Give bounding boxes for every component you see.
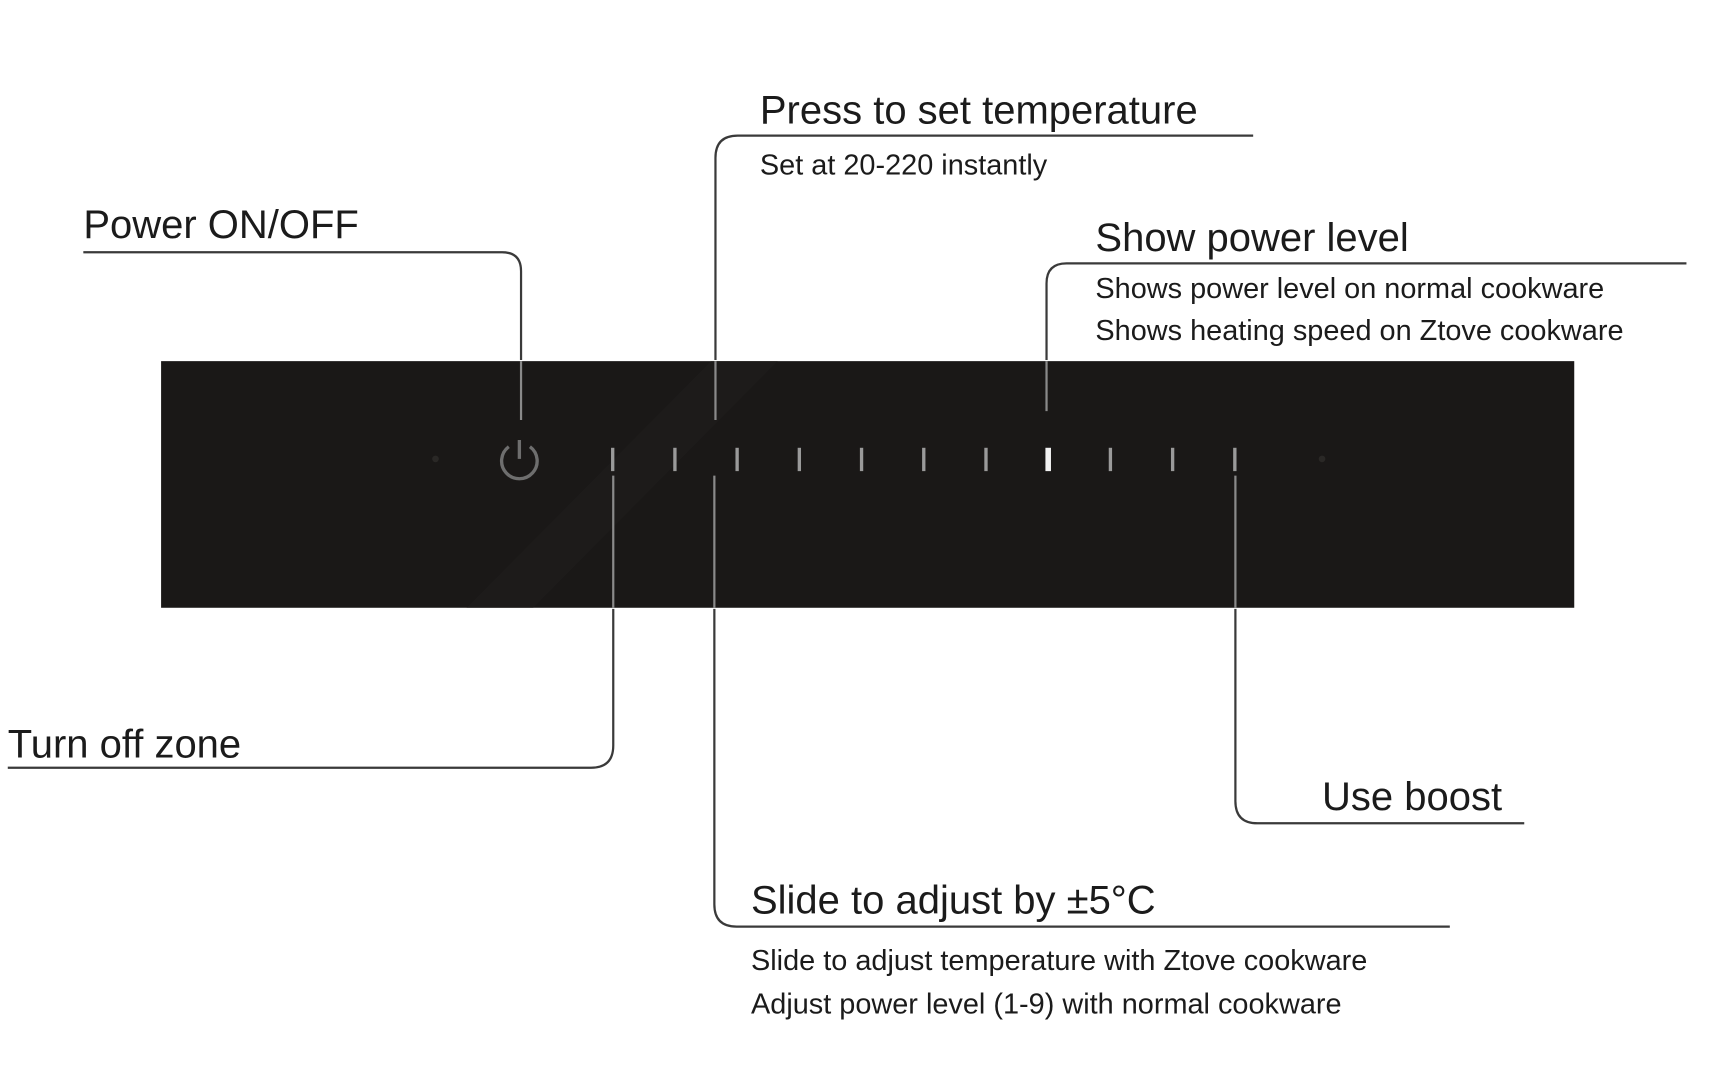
slider-segment[interactable] — [797, 447, 802, 472]
slider-segment[interactable] — [1170, 447, 1175, 472]
show-power-desc-2: Shows heating speed on Ztove cookware — [1095, 315, 1623, 347]
slide-leader — [713, 608, 1450, 928]
control-panel — [161, 361, 1575, 608]
turn-off-leader — [7, 608, 615, 769]
turn-off-label: Turn off zone — [8, 723, 241, 767]
show-power-leader — [1045, 262, 1687, 361]
press-temp-desc: Set at 20-220 instantly — [760, 149, 1048, 181]
power-slider[interactable] — [611, 447, 1237, 472]
boost-leader — [1234, 608, 1525, 825]
show-power-label: Show power level — [1095, 216, 1408, 260]
slider-segment[interactable] — [673, 447, 677, 472]
show-power-desc-1: Shows power level on normal cookware — [1095, 273, 1604, 305]
power-icon[interactable] — [499, 440, 539, 481]
press-temp-leader — [714, 134, 1254, 361]
slider-segment[interactable] — [611, 447, 615, 472]
slider-segment[interactable] — [1233, 447, 1237, 472]
slide-desc-1: Slide to adjust temperature with Ztove c… — [751, 945, 1367, 977]
power-leader — [83, 251, 523, 361]
slider-segment[interactable] — [859, 447, 864, 472]
press-temp-label: Press to set temperature — [760, 88, 1198, 132]
slide-desc-2: Adjust power level (1-9) with normal coo… — [751, 988, 1342, 1020]
slider-segment[interactable] — [1108, 447, 1113, 472]
slider-segment[interactable] — [922, 447, 926, 472]
slider-segment[interactable] — [1045, 447, 1051, 472]
slider-segment[interactable] — [735, 447, 739, 472]
power-label: Power ON/OFF — [83, 203, 358, 247]
slider-segment[interactable] — [984, 447, 988, 472]
slide-label: Slide to adjust by ±5°C — [751, 878, 1156, 922]
boost-label: Use boost — [1322, 775, 1502, 819]
